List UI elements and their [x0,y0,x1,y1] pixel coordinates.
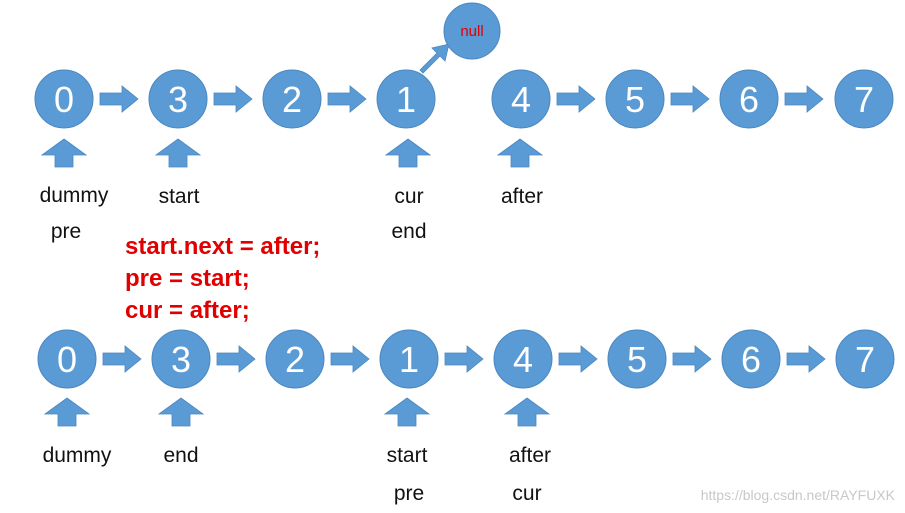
up-arrow-icon [40,138,88,168]
right-arrow-icon [672,345,712,373]
top-node-value: 5 [625,79,645,120]
bottom-node-value: 3 [171,339,191,380]
right-arrow-icon [216,345,256,373]
label-end-top: end [391,220,427,243]
top-node-circle [376,69,436,129]
right-arrow-icon [330,345,370,373]
label-cur-top: cur [394,185,424,208]
bottom-node-circle [835,329,895,389]
top-node-value: 7 [854,79,874,120]
bottom-node-value: 2 [285,339,305,380]
top-node-circle [719,69,779,129]
right-arrow-icon [556,85,596,113]
label-after-bottom: after [508,444,552,467]
top-node-value: 6 [739,79,759,120]
top-node-value: 3 [168,79,188,120]
code-line-2: pre = start; [125,265,250,292]
bottom-node-circle [151,329,211,389]
right-arrow-icon [784,85,824,113]
top-node-circle [605,69,665,129]
up-arrow-icon [154,138,202,168]
up-arrow-icon [383,397,431,427]
up-arrow-icon [496,138,544,168]
up-arrow-icon [157,397,205,427]
label-dummy-top: dummy [39,184,109,207]
watermark: https://blog.csdn.net/RAYFUXK [700,487,895,503]
up-arrow-icon [384,138,432,168]
top-node-value: 0 [54,79,74,120]
bottom-node-circle [379,329,439,389]
label-pre-top: pre [50,220,82,243]
bottom-node-circle [493,329,553,389]
code-line-3: cur = after; [125,297,250,324]
bottom-node-value: 1 [399,339,419,380]
bottom-node-value: 5 [627,339,647,380]
null-node-label: null [460,23,483,40]
bottom-node-value: 7 [855,339,875,380]
bottom-node-circle [721,329,781,389]
label-cur-bottom: cur [512,482,542,505]
bottom-node-circle [607,329,667,389]
diagonal-arrow-icon [419,43,450,74]
bottom-node-value: 0 [57,339,77,380]
top-node-circle [262,69,322,129]
label-end-bottom: end [163,444,199,467]
label-dummy-bottom: dummy [42,444,112,467]
top-node-circle [148,69,208,129]
right-arrow-icon [444,345,484,373]
label-pre-bottom: pre [393,482,425,505]
right-arrow-icon [670,85,710,113]
top-node-circle [834,69,894,129]
right-arrow-icon [786,345,826,373]
up-arrow-icon [503,397,551,427]
right-arrow-icon [213,85,253,113]
top-list: 0 3 2 1 4 5 6 7 null [34,2,894,168]
label-start-bottom: start [386,444,428,467]
right-arrow-icon [558,345,598,373]
null-node-circle [443,2,501,60]
right-arrow-icon [327,85,367,113]
top-node-circle [491,69,551,129]
bottom-node-value: 6 [741,339,761,380]
label-after-top: after [500,185,544,208]
up-arrow-icon [43,397,91,427]
bottom-node-circle [37,329,97,389]
bottom-list: 0 3 2 1 4 5 6 7 [37,329,895,427]
bottom-node-circle [265,329,325,389]
top-node-value: 1 [396,79,416,120]
bottom-node-value: 4 [513,339,533,380]
top-node-value: 2 [282,79,302,120]
code-line-1: start.next = after; [125,233,321,260]
label-start-top: start [158,185,200,208]
right-arrow-icon [102,345,142,373]
top-node-circle [34,69,94,129]
right-arrow-icon [99,85,139,113]
top-node-value: 4 [511,79,531,120]
